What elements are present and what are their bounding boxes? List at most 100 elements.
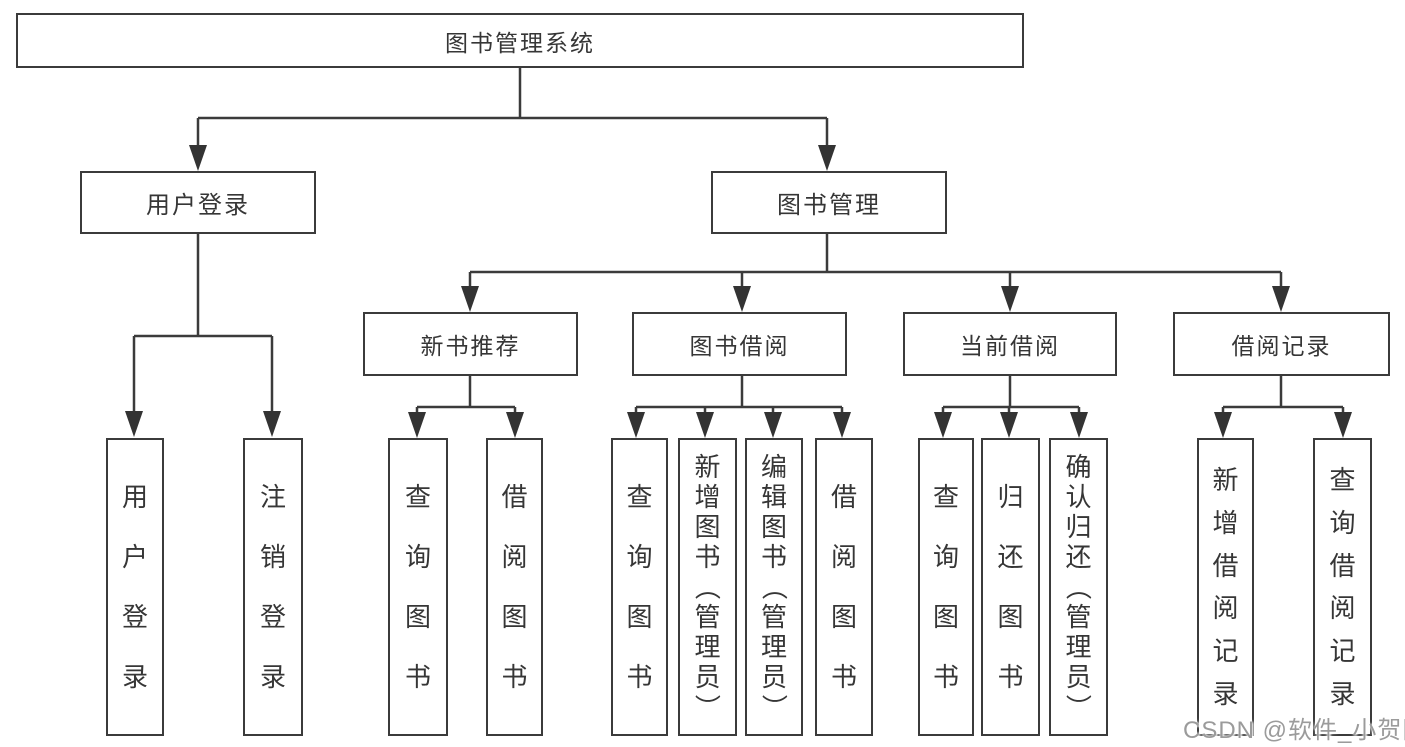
leaf-char: 查	[932, 482, 959, 512]
arrowhead-down-icon	[1214, 412, 1232, 438]
leaf-node-borrow-borrow-books: 借阅图书	[815, 438, 873, 736]
node-label: 当前借阅	[960, 333, 1060, 359]
leaf-char: 书	[997, 662, 1024, 692]
leaf-char: 借	[1329, 550, 1356, 581]
leaf-char: 录	[1212, 679, 1239, 710]
node-user-login: 用户登录	[80, 171, 316, 234]
leaf-node-records-query-borrow-record: 查询借阅记录	[1313, 438, 1372, 736]
node-library-management-system: 图书管理系统	[16, 13, 1024, 68]
arrowhead-down-icon	[764, 412, 782, 438]
leaf-char: 归	[1065, 512, 1092, 542]
leaf-char: 管	[1065, 602, 1092, 632]
leaf-char: 编	[760, 452, 787, 482]
leaf-node-current-query-books: 查询图书	[918, 438, 974, 736]
node-label: 借阅记录	[1231, 333, 1332, 359]
leaf-char: 阅	[830, 542, 857, 572]
leaf-char: 理	[760, 632, 787, 662]
leaf-node-current-confirm-return-admin: 确认归还（管理员）	[1049, 438, 1108, 736]
leaf-char: 询	[404, 542, 431, 572]
leaf-char: 书	[404, 662, 431, 692]
leaf-char: 还	[1065, 542, 1092, 572]
leaf-char: 书	[694, 542, 721, 572]
leaf-char: 员	[760, 662, 787, 692]
csdn-watermark: CSDN @软件_小贺同学	[1183, 717, 1405, 744]
arrowhead-down-icon	[189, 145, 207, 171]
leaf-char: 查	[626, 482, 653, 512]
leaf-char: 管	[760, 602, 787, 632]
leaf-char: 查	[404, 482, 431, 512]
leaf-node-user-login: 用户登录	[106, 438, 164, 736]
leaf-char: 录	[1329, 679, 1356, 710]
arrowhead-down-icon	[934, 412, 952, 438]
leaf-char: 阅	[501, 542, 528, 572]
leaf-char: ）	[758, 693, 789, 721]
leaf-node-logout: 注销登录	[243, 438, 303, 736]
node-borrow-records: 借阅记录	[1173, 312, 1390, 376]
leaf-char: 销	[259, 542, 286, 572]
leaf-char: 认	[1065, 482, 1092, 512]
leaf-char: 还	[997, 542, 1024, 572]
leaf-char: 增	[694, 482, 721, 512]
arrowhead-down-icon	[125, 411, 143, 437]
arrowhead-down-icon	[1334, 412, 1352, 438]
leaf-char: （	[758, 573, 789, 601]
leaf-char: ）	[1063, 693, 1094, 721]
leaf-char: 书	[501, 662, 528, 692]
arrowhead-down-icon	[461, 286, 479, 312]
node-label: 用户登录	[146, 192, 250, 219]
arrowhead-down-icon	[1000, 412, 1018, 438]
arrowhead-down-icon	[627, 412, 645, 438]
node-book-borrow: 图书借阅	[632, 312, 847, 376]
leaf-char: 查	[1329, 464, 1356, 495]
leaf-node-borrow-query-books: 查询图书	[611, 438, 668, 736]
leaf-char: 员	[1065, 662, 1092, 692]
arrowhead-down-icon	[1272, 286, 1290, 312]
leaf-char: 登	[259, 602, 286, 632]
leaf-char: 注	[259, 482, 286, 512]
node-label: 新书推荐	[420, 333, 521, 359]
leaf-node-records-add-borrow-record: 新增借阅记录	[1197, 438, 1254, 736]
leaf-node-newbooks-borrow-books: 借阅图书	[486, 438, 543, 736]
arrowhead-down-icon	[833, 412, 851, 438]
leaf-char: 书	[626, 662, 653, 692]
leaf-char: 户	[121, 542, 148, 572]
arrowhead-down-icon	[263, 411, 281, 437]
arrowhead-down-icon	[818, 145, 836, 171]
leaf-char: 阅	[1329, 593, 1356, 624]
leaf-char: 图	[404, 602, 431, 632]
leaf-char: 借	[1212, 550, 1239, 581]
arrowhead-down-icon	[696, 412, 714, 438]
leaf-char: 借	[830, 482, 857, 512]
arrowhead-down-icon	[506, 412, 524, 438]
leaf-char: 新	[1212, 464, 1239, 495]
leaf-char: 录	[259, 662, 286, 692]
node-current-borrow: 当前借阅	[903, 312, 1117, 376]
node-label: 图书管理	[777, 192, 881, 219]
leaf-char: 图	[997, 602, 1024, 632]
leaf-char: 图	[694, 512, 721, 542]
leaf-char: 图	[830, 602, 857, 632]
arrowhead-down-icon	[733, 286, 751, 312]
leaf-char: 图	[760, 512, 787, 542]
leaf-node-borrow-edit-books-admin: 编辑图书（管理员）	[745, 438, 803, 736]
leaf-node-borrow-add-books-admin: 新增图书（管理员）	[678, 438, 737, 736]
leaf-char: 记	[1329, 636, 1356, 667]
leaf-char: 借	[501, 482, 528, 512]
leaf-char: 录	[121, 662, 148, 692]
arrowhead-down-icon	[408, 412, 426, 438]
leaf-char: 书	[830, 662, 857, 692]
node-new-book-recommend: 新书推荐	[363, 312, 578, 376]
leaf-char: 图	[626, 602, 653, 632]
leaf-char: 理	[694, 632, 721, 662]
leaf-char: ）	[692, 693, 723, 721]
leaf-char: 增	[1212, 507, 1239, 538]
arrowhead-down-icon	[1001, 286, 1019, 312]
leaf-char: 用	[121, 482, 148, 512]
leaf-char: 图	[501, 602, 528, 632]
leaf-char: 理	[1065, 632, 1092, 662]
leaf-char: 阅	[1212, 593, 1239, 624]
leaf-char: 询	[932, 542, 959, 572]
leaf-char: 确	[1065, 452, 1092, 482]
leaf-char: （	[1063, 573, 1094, 601]
